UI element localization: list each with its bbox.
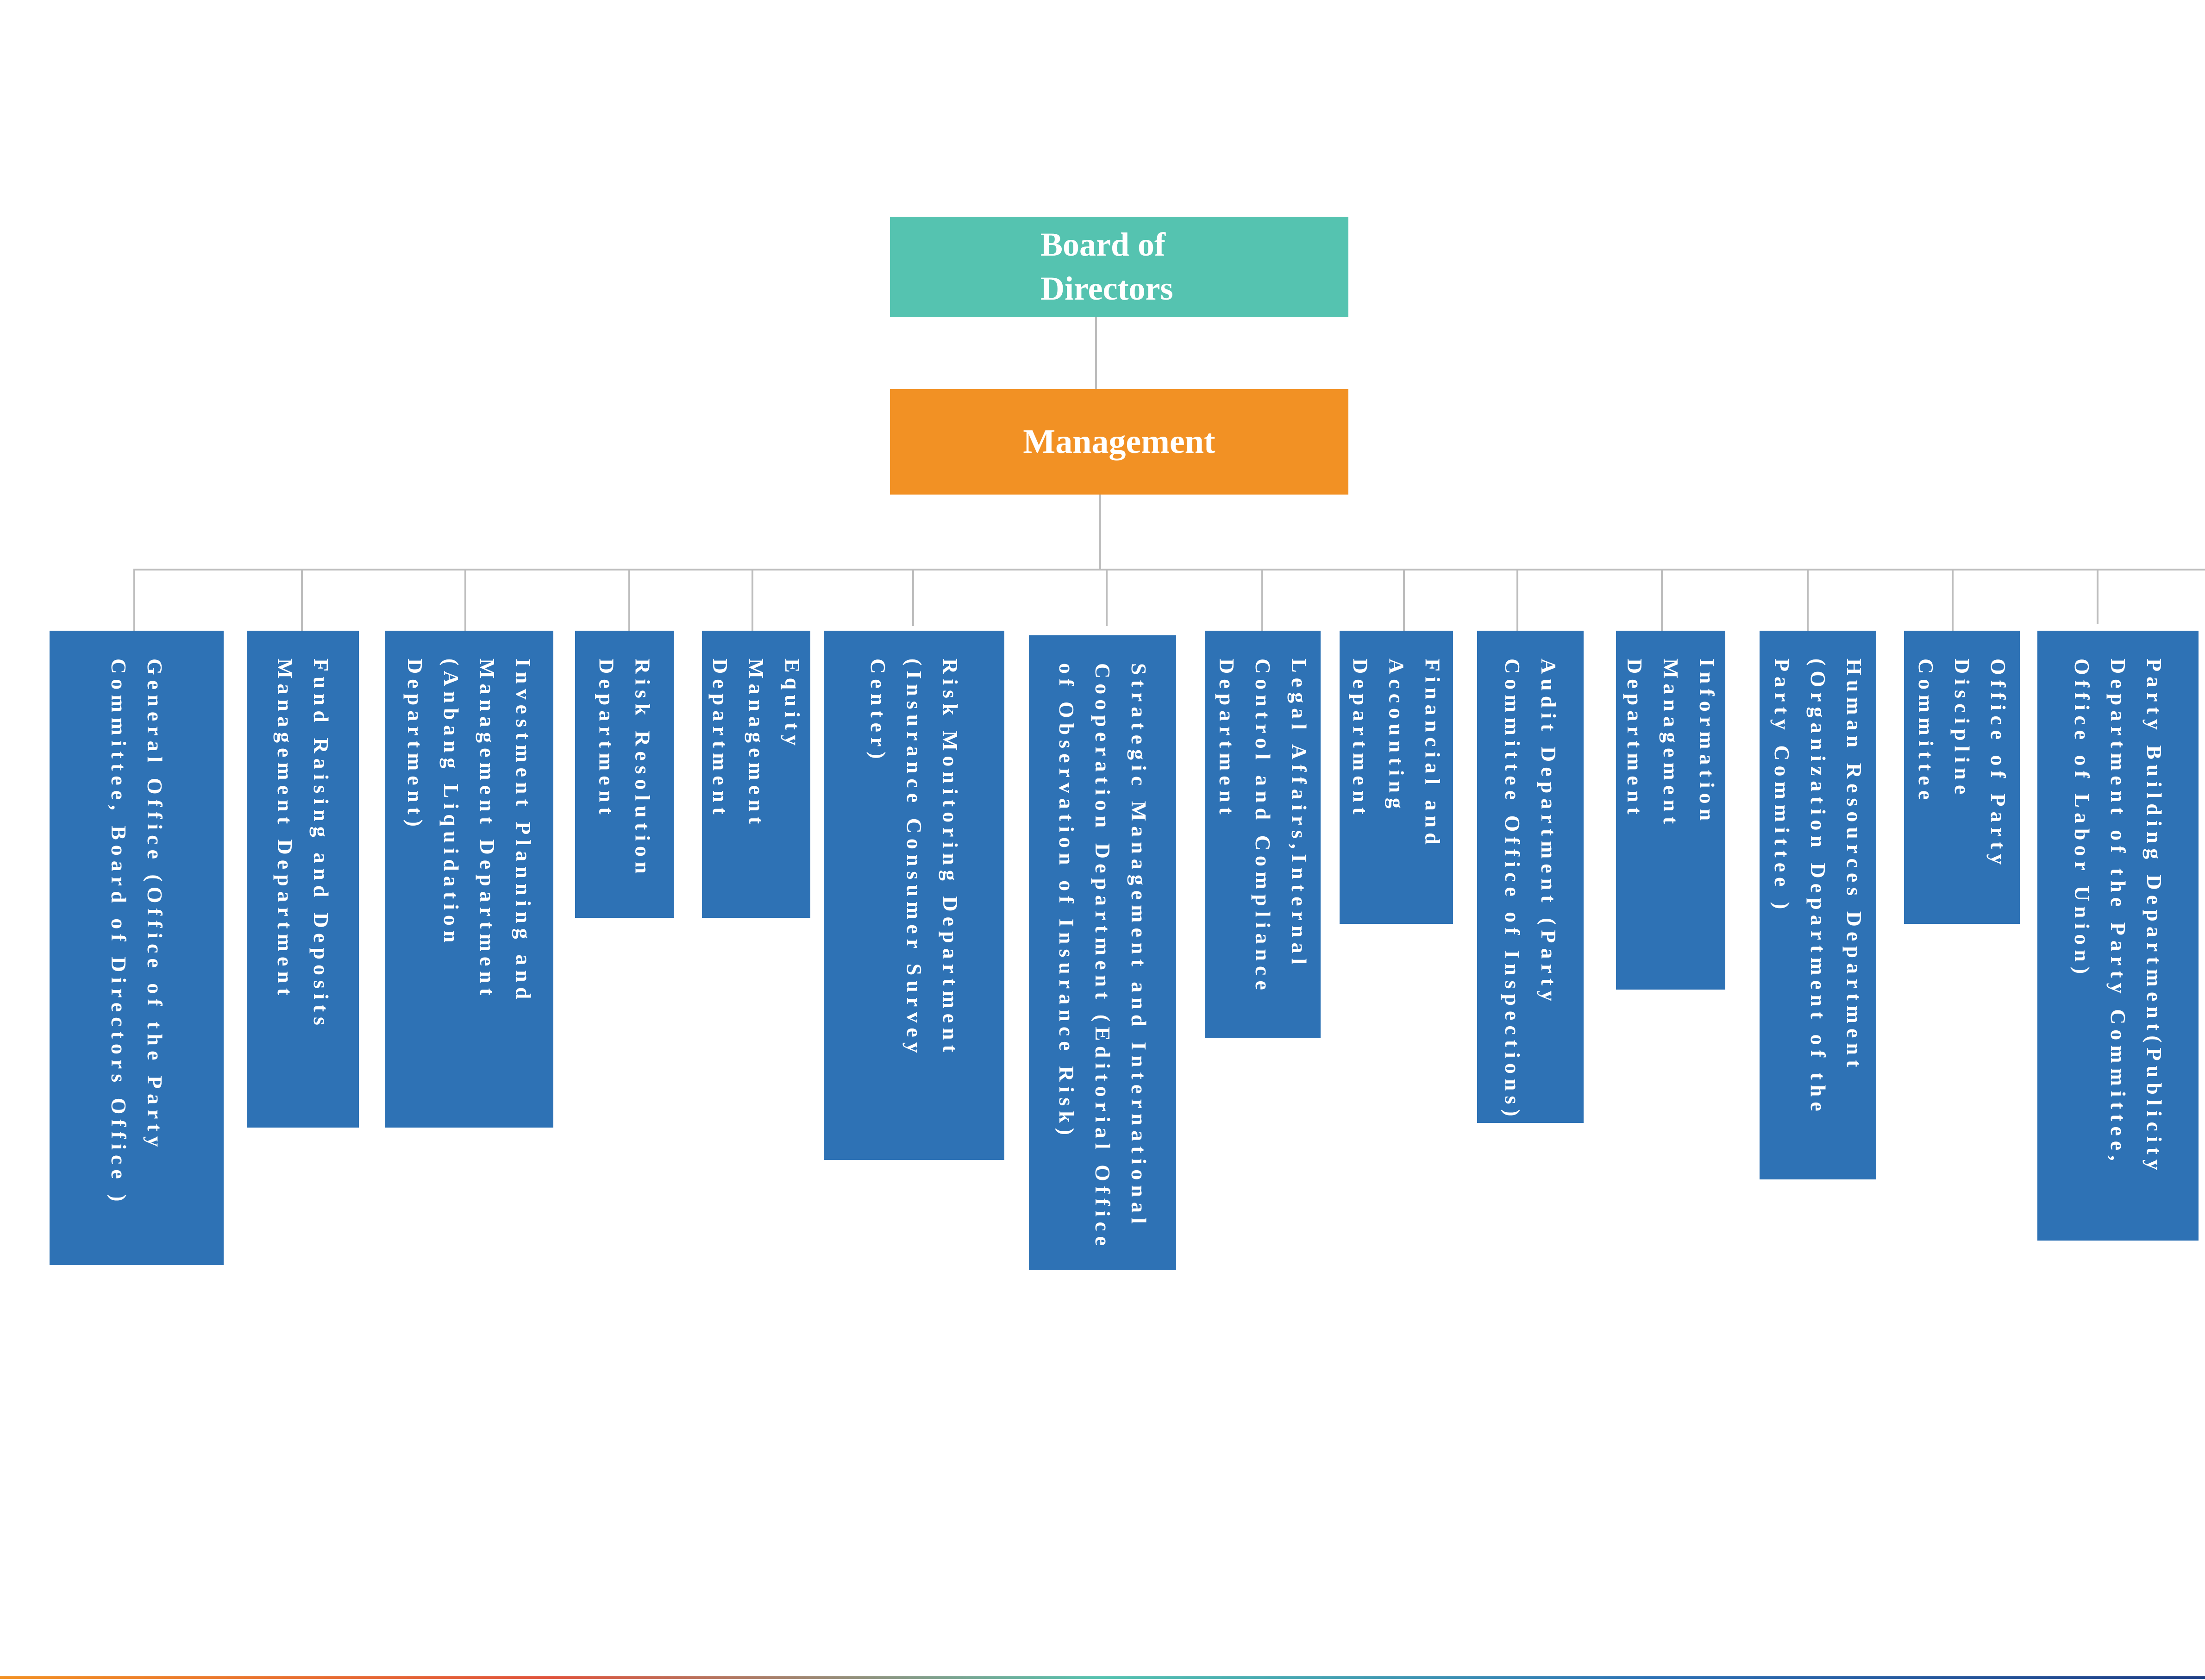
connector-drop [912,570,914,626]
connector-drop [1403,570,1405,631]
dept-general-office: General Office (Office of the Party Comm… [50,631,224,1265]
dept-label: Party Building Department(Publicity Depa… [2070,658,2166,1175]
dept-label: Risk Resolution Department [595,658,655,879]
dept-label: Fund Raising and Deposits Management Dep… [273,658,333,1030]
dept-label: General Office (Office of the Party Comm… [107,658,167,1207]
dept-audit: Audit Department (Party Committee Office… [1477,631,1584,1123]
dept-risk-monitoring: Risk Monitoring Department (Insurance Co… [824,631,1004,1160]
management-label: Management [1023,422,1215,461]
connector-drop [301,570,303,631]
dept-label: Legal Affairs,Internal Control and Compl… [1215,658,1311,995]
dept-label: Strategic Management and International C… [1055,663,1151,1251]
connector-drop [133,570,135,637]
connector-drop [1807,570,1809,631]
connector-drop [464,570,466,631]
dept-label: Information Management Department [1623,658,1719,829]
dept-party-discipline: Office of Party Discipline Committee [1904,631,2020,924]
connector-horizontal-bus [133,569,2205,570]
dept-label: Human Resources Department (Organization… [1770,658,1866,1116]
connector-drop [1106,570,1108,626]
bottom-color-strip [0,1676,2205,1679]
connector-drop [1516,570,1518,631]
dept-label: Risk Monitoring Department (Insurance Co… [866,658,962,1058]
board-of-directors-box: Board of Directors [890,217,1348,317]
connector-drop [1261,570,1263,631]
dept-information-management: Information Management Department [1616,631,1725,990]
dept-equity-management: Equity Management Department [702,631,810,918]
dept-risk-resolution: Risk Resolution Department [575,631,674,918]
connector-drop [1952,570,1954,631]
dept-label: Office of Party Discipline Committee [1914,658,2010,870]
dept-label: Financial and Accounting Department [1348,658,1445,850]
management-box: Management [890,389,1348,495]
dept-fund-raising: Fund Raising and Deposits Management Dep… [247,631,359,1128]
dept-strategic-management: Strategic Management and International C… [1029,635,1176,1270]
dept-human-resources: Human Resources Department (Organization… [1760,631,1876,1179]
dept-label: Investment Planning and Management Depar… [403,658,535,1004]
connector-board-management [1095,317,1097,389]
dept-label: Equity Management Department [708,658,804,829]
connector-drop [2097,570,2099,624]
connector-drop [628,570,630,631]
dept-party-building: Party Building Department(Publicity Depa… [2037,631,2199,1241]
dept-legal-affairs: Legal Affairs,Internal Control and Compl… [1205,631,1321,1038]
dept-label: Audit Department (Party Committee Office… [1501,658,1560,1122]
dept-financial-accounting: Financial and Accounting Department [1340,631,1453,924]
connector-management-bus [1099,495,1101,570]
connector-drop [1661,570,1663,631]
board-of-directors-label: Board of Directors [1040,226,1173,307]
connector-drop [752,570,753,631]
dept-investment-planning: Investment Planning and Management Depar… [385,631,553,1128]
